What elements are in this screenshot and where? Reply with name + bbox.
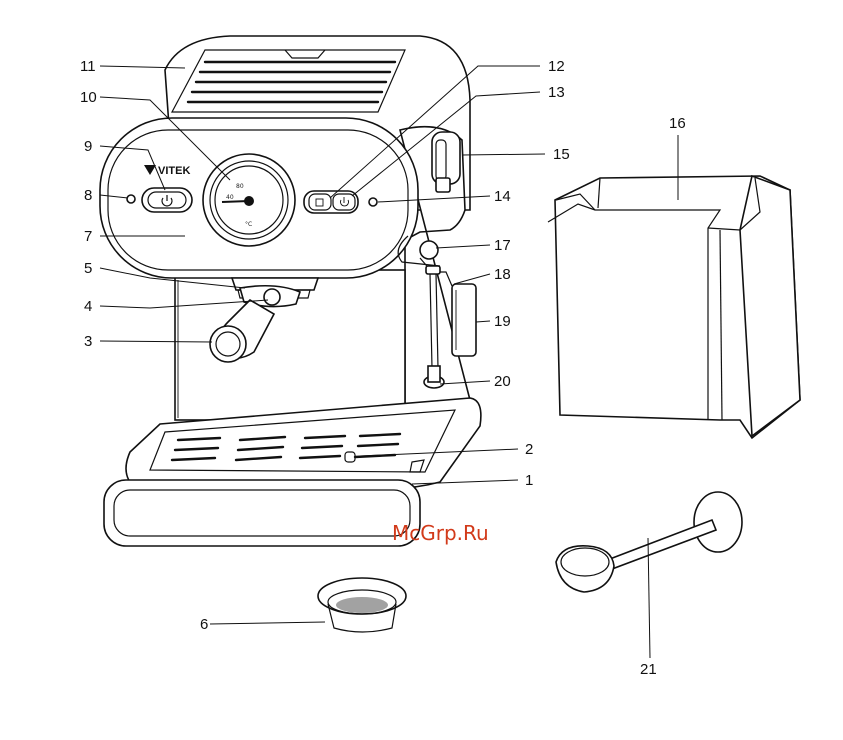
leader-lines (99, 65, 679, 659)
callout-14: 14 (494, 188, 511, 205)
thermometer-gauge: 80 40 °C (202, 153, 296, 247)
callout-11: 11 (80, 58, 96, 75)
callout-17: 17 (494, 237, 511, 254)
gauge-mark-left: 40 (226, 194, 234, 201)
callout-6: 6 (200, 616, 208, 633)
callout-2: 2 (525, 441, 533, 458)
power-indicator-light (126, 194, 136, 204)
machine-body: VITEK 80 40 °C (99, 35, 482, 547)
water-tank (547, 174, 801, 440)
measuring-spoon-tamper (555, 491, 743, 593)
gauge-mark-top: 80 (236, 183, 244, 190)
gauge-unit: °C (245, 221, 252, 228)
callout-21: 21 (640, 661, 657, 678)
callout-18: 18 (494, 266, 511, 283)
callout-labels: 11 10 9 8 7 5 4 3 6 12 13 15 14 16 17 18… (80, 58, 686, 678)
power-button[interactable] (141, 187, 193, 213)
callout-1: 1 (525, 472, 533, 489)
brand-logo: VITEK (144, 165, 190, 177)
callout-13: 13 (548, 84, 565, 101)
callout-3: 3 (84, 333, 92, 350)
callout-4: 4 (84, 298, 92, 315)
drip-tray[interactable] (125, 397, 482, 490)
coffee-steam-switch[interactable] (303, 190, 359, 214)
steam-wand (397, 235, 477, 389)
base-front-panel (103, 479, 421, 547)
callout-5: 5 (84, 260, 92, 277)
callout-8: 8 (84, 187, 92, 204)
callout-12: 12 (548, 58, 565, 75)
steam-knob[interactable] (431, 131, 461, 193)
callout-16: 16 (669, 115, 686, 132)
callout-19: 19 (494, 313, 511, 330)
cup-warmer-grille (186, 60, 397, 104)
portafilter[interactable] (209, 284, 301, 363)
ready-indicator-light (368, 197, 378, 207)
brand-text: VITEK (158, 165, 190, 177)
watermark: McGrp.Ru (392, 521, 489, 545)
callout-7: 7 (84, 228, 92, 245)
callout-15: 15 (553, 146, 570, 163)
filter-basket (317, 577, 407, 633)
callout-10: 10 (80, 89, 97, 106)
callout-9: 9 (84, 138, 92, 155)
callout-20: 20 (494, 373, 511, 390)
